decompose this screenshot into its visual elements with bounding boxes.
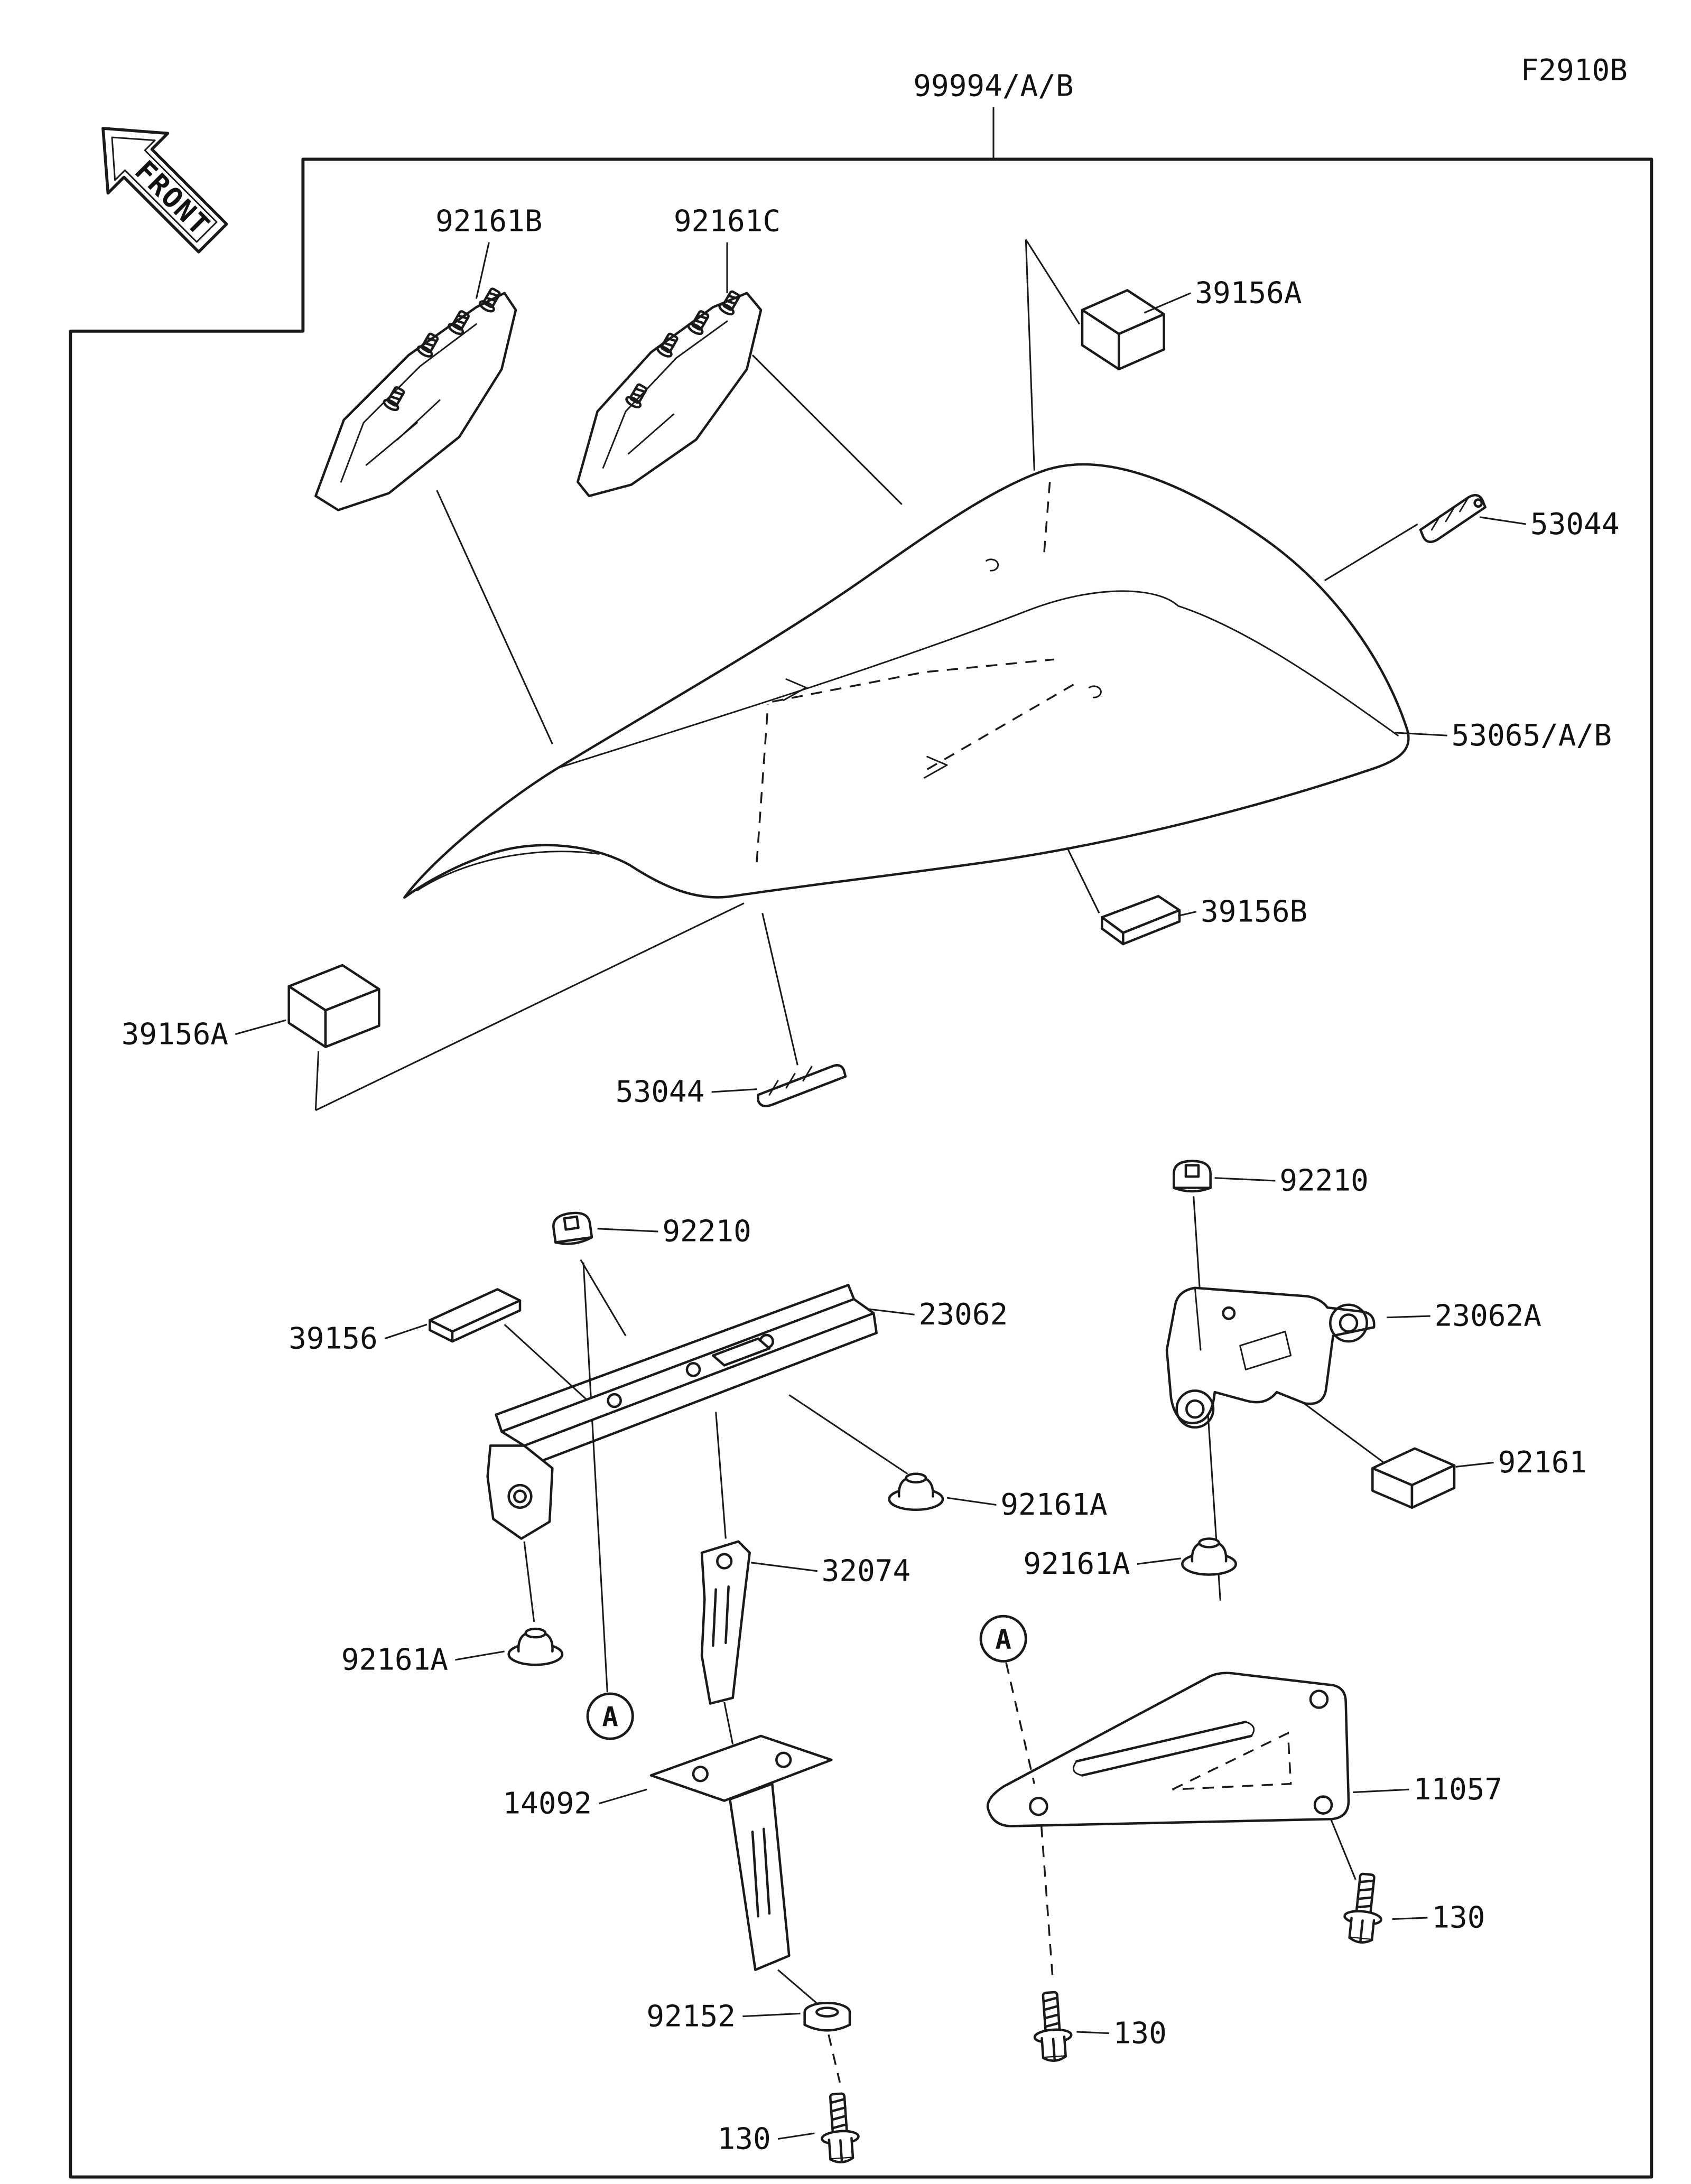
placement-lines [314, 107, 1418, 2004]
label-32074: 32074 [822, 1554, 911, 1588]
label-14092: 14092 [503, 1787, 592, 1821]
bracket-14092-drawing [649, 1734, 833, 1971]
bolt-130-left-drawing [819, 2093, 860, 2163]
seat-cowl-hidden-lines [756, 482, 1079, 863]
label-130-left: 130 [718, 2122, 771, 2156]
pad-39156B-drawing [1101, 895, 1181, 946]
label-53044-right: 53044 [1530, 507, 1620, 542]
label-92161C: 92161C [674, 204, 781, 238]
label-92161A-mid: 92161A [1000, 1488, 1107, 1522]
plate-11057-hidden-lines [1172, 1731, 1292, 1790]
marker-a-right [979, 1614, 1027, 1663]
label-92161B: 92161B [435, 204, 542, 238]
marker-a-mid-label: A [602, 1701, 618, 1732]
trim-53044-right-drawing [1419, 493, 1486, 544]
pad-39156A-left-drawing [287, 964, 380, 1048]
bracket-23062-drawing [486, 1284, 878, 1540]
damper-92161A-right-drawing [1182, 1538, 1235, 1574]
label-53065: 53065/A/B [1452, 718, 1612, 753]
collar-92152-drawing [803, 2002, 851, 2032]
label-39156A-top: 39156A [1195, 276, 1302, 310]
fastener-axis-lines [828, 1662, 1054, 2083]
marker-a-mid [586, 1692, 634, 1740]
bolt-130-right-drawing [1342, 1872, 1386, 1944]
bracket-32074-drawing [700, 1540, 751, 1705]
label-92210-mid: 92210 [662, 1215, 751, 1249]
label-39156A-left: 39156A [122, 1017, 228, 1051]
pad-39156-drawing [429, 1288, 522, 1343]
label-92161: 92161 [1498, 1445, 1587, 1480]
kit-boundary-box [69, 157, 1653, 2179]
label-92152: 92152 [646, 1999, 736, 2033]
bracket-92161C-drawing [577, 290, 763, 498]
label-130-mid: 130 [1113, 2016, 1167, 2050]
clip-92210-mid-drawing [552, 1211, 592, 1246]
label-39156: 39156 [289, 1321, 378, 1356]
label-figure-code: F2910B [1521, 53, 1628, 88]
marker-a-right-label: A [995, 1623, 1011, 1655]
label-92161A-left: 92161A [341, 1643, 448, 1677]
part-labels: F2910B 99994/A/B 92161B 92161C 39156A 53… [122, 53, 1628, 2156]
pad-39156A-top-drawing [1081, 289, 1165, 371]
label-53044-mid: 53044 [616, 1075, 705, 1109]
label-11057: 11057 [1414, 1772, 1503, 1807]
label-23062A: 23062A [1435, 1299, 1541, 1333]
pad-92161-drawing [1371, 1447, 1456, 1509]
front-arrow-label: FRONT [128, 154, 217, 242]
label-23062: 23062 [919, 1298, 1008, 1332]
damper-92161A-left-drawing [509, 1629, 562, 1665]
damper-92161A-mid-drawing [889, 1474, 943, 1510]
label-92161A-right: 92161A [1023, 1547, 1130, 1581]
bolt-130-mid-drawing [1032, 1991, 1073, 2062]
label-assembly-99994: 99994/A/B [913, 69, 1073, 103]
label-130-right: 130 [1432, 1901, 1485, 1935]
label-92210-right: 92210 [1279, 1164, 1369, 1198]
plate-11057-drawing [986, 1672, 1350, 1827]
label-39156B: 39156B [1201, 894, 1307, 929]
bracket-92161B-drawing [314, 286, 517, 511]
front-direction-arrow: FRONT [101, 127, 228, 254]
clip-92210-right-drawing [1174, 1161, 1210, 1191]
label-leader-lines [235, 292, 1527, 2140]
trim-53044-mid-drawing [757, 1064, 847, 1107]
bracket-23062A-drawing [1165, 1286, 1376, 1427]
seat-cowl-drawing [403, 463, 1410, 899]
